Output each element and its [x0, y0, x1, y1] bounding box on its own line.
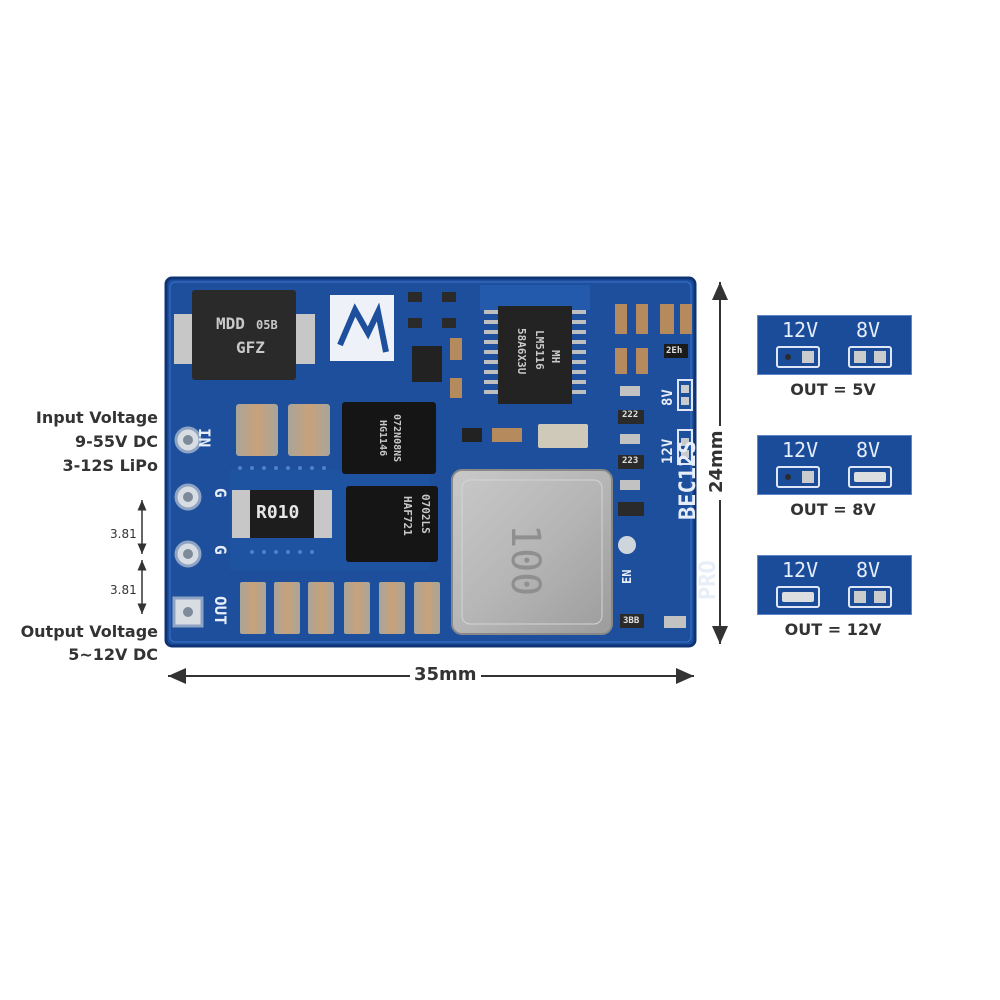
- input-voltage-range: 9-55V DC: [74, 432, 158, 451]
- diode-marking-3: GFZ: [236, 338, 265, 357]
- mosfet-bottom-marking-1: 0702LS: [419, 494, 432, 534]
- jumper-8v-pad: [848, 586, 892, 608]
- mosfet-top-marking-2: HG1146: [377, 420, 388, 457]
- logo: [330, 295, 394, 361]
- controller-ic: [484, 306, 586, 404]
- diode-marking-1: MDD: [216, 314, 245, 333]
- board-jumper-12v-label: 12V: [660, 438, 676, 464]
- width-label: 35mm: [410, 664, 481, 685]
- height-label: 24mm: [706, 426, 727, 497]
- jumper-caption-12v: OUT = 12V: [784, 620, 882, 639]
- jumper-12v-pad: [776, 466, 820, 488]
- ic-marking-1: 58A6X3U: [515, 328, 528, 375]
- resistor-marking: R010: [256, 502, 300, 523]
- mosfet-top-marking-1: 072N08NS: [391, 414, 402, 463]
- jumper-example-8v: 12V 8V: [757, 435, 912, 495]
- mosfet-bottom-marking-2: HAF721: [401, 496, 414, 536]
- pin-label-g1: G: [211, 488, 230, 498]
- jumper-caption-8v: OUT = 8V: [790, 500, 876, 519]
- jumper-8v-pad-bridged: [848, 466, 892, 488]
- diode: [174, 290, 315, 380]
- board-name: BEC12S: [676, 440, 701, 520]
- pin-spacing-2: 3.81: [110, 583, 137, 597]
- jumper-caption-5v: OUT = 5V: [790, 380, 876, 399]
- mosfet-top: [342, 402, 436, 474]
- pin-label-g2: G: [211, 545, 230, 555]
- ic-marking-3: MH: [549, 350, 562, 364]
- jumper-8v-label: 8V: [856, 558, 881, 582]
- jumper-12v-label: 12V: [782, 558, 819, 582]
- output-capacitors: [240, 582, 440, 634]
- jumper-12v-pad: [776, 346, 820, 368]
- pin-label-in: IN: [195, 428, 214, 448]
- board-jumper-8v-label: 8V: [660, 389, 676, 406]
- output-voltage-range: 5~12V DC: [68, 645, 158, 664]
- jumper-example-5v: 12V 8V: [757, 315, 912, 375]
- mosfet-bottom: [346, 486, 438, 562]
- board-name-pro: PRO: [696, 560, 721, 600]
- part-marking-3: 2Eh: [666, 346, 683, 356]
- ic-marking-2: LM5116: [533, 330, 546, 370]
- passives-right: [615, 304, 692, 374]
- sense-resistor: [232, 490, 332, 538]
- input-lipo-range: 3-12S LiPo: [62, 456, 158, 475]
- jumper-8v-label: 8V: [856, 318, 881, 342]
- jumper-12v-label: 12V: [782, 318, 819, 342]
- inductor: [451, 469, 613, 635]
- inductor-marking: 100: [502, 524, 548, 597]
- diode-marking-2: 05B: [256, 318, 278, 332]
- output-voltage-title: Output Voltage: [20, 622, 158, 641]
- input-voltage-title: Input Voltage: [35, 408, 158, 427]
- jumper-12v-label: 12V: [782, 438, 819, 462]
- jumper-8v-label: 8V: [856, 438, 881, 462]
- part-marking-4: 3BB: [623, 616, 640, 626]
- jumper-example-12v: 12V 8V: [757, 555, 912, 615]
- solder-pads: [172, 426, 204, 628]
- en-label: EN: [620, 569, 634, 584]
- jumper-8v-pad: [848, 346, 892, 368]
- pin-spacing-1: 3.81: [110, 527, 137, 541]
- jumper-12v-pad-bridged: [776, 586, 820, 608]
- pin-label-out: OUT: [211, 596, 230, 625]
- part-marking-2: 223: [622, 456, 639, 466]
- part-marking-1: 222: [622, 410, 639, 420]
